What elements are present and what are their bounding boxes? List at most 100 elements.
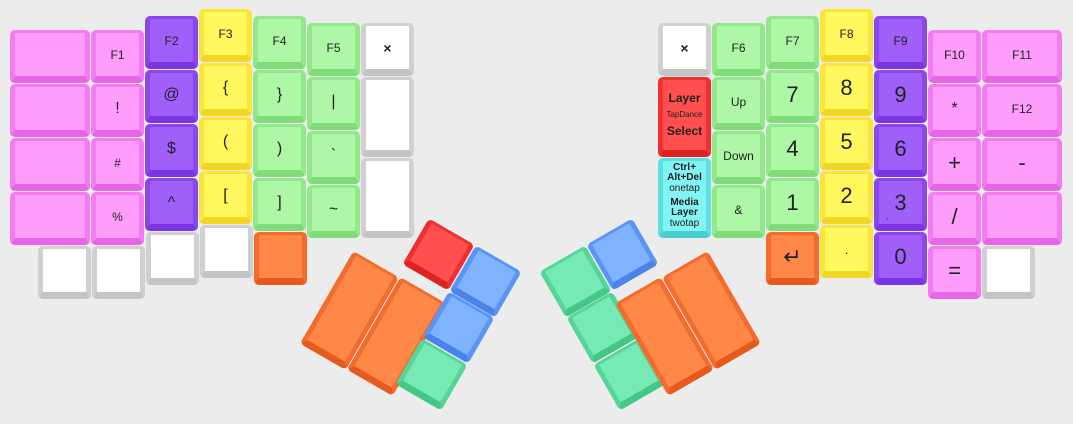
key-0[interactable]: 0 [874, 232, 927, 285]
key-label: 0 [894, 243, 907, 269]
key-label: % [112, 209, 123, 224]
key-left-c0-r1[interactable] [10, 84, 90, 137]
key-right-c12-r3[interactable] [982, 192, 1062, 245]
key-dot[interactable]: . [820, 225, 873, 278]
key-3[interactable]: 3, [874, 178, 927, 231]
key-label-select: Select [666, 124, 703, 138]
key-tilde[interactable]: ~ [307, 185, 360, 238]
key-right-bottom-white[interactable] [982, 246, 1035, 299]
key-caret[interactable]: ^ [145, 178, 198, 231]
key-label: ( [222, 132, 229, 150]
key-label: 8 [840, 74, 853, 100]
key-label-layer: Layer [668, 91, 701, 105]
key-label: { [222, 78, 229, 96]
key-label: F5 [326, 40, 341, 55]
key-down[interactable]: Down [712, 131, 765, 184]
key-label: - [1018, 149, 1026, 175]
key-6[interactable]: 6 [874, 124, 927, 177]
key-label-ctrl: Ctrl+ [672, 162, 697, 173]
enter-icon: ↵ [783, 243, 802, 269]
key-left-c0-r3[interactable] [10, 192, 90, 245]
key-enter[interactable]: ↵ [766, 232, 819, 285]
key-label: 3 [894, 189, 907, 215]
key-label: ^ [167, 193, 176, 211]
key-exclamation[interactable]: ! [91, 84, 144, 137]
key-label: / [951, 203, 958, 229]
key-right-paren[interactable]: ) [253, 124, 306, 177]
key-f5[interactable]: F5 [307, 23, 360, 76]
key-label-tapdance: TapDance [666, 110, 703, 119]
key-label-onetap: onetap [669, 183, 700, 194]
key-right-brace[interactable]: } [253, 70, 306, 123]
key-star[interactable]: * [928, 84, 981, 137]
key-right-bracket[interactable]: ] [253, 178, 306, 231]
key-left-close[interactable]: × [361, 23, 414, 76]
key-left-c0-r2[interactable] [10, 138, 90, 191]
key-label-altdel: Alt+Del [667, 172, 702, 183]
key-1[interactable]: 1 [766, 178, 819, 231]
key-left-orange-small[interactable] [254, 232, 307, 285]
key-4[interactable]: 4 [766, 124, 819, 177]
key-ctrl-alt-del-media-layer[interactable]: Ctrl+ Alt+Del onetap Media Layer twotap [658, 158, 711, 238]
key-left-bottom-0[interactable] [38, 246, 91, 299]
key-left-bottom-1[interactable] [92, 246, 145, 299]
key-layer-tapdance-select[interactable]: Layer TapDance Select [658, 77, 711, 157]
key-f9[interactable]: F9 [874, 16, 927, 69]
key-label: * [951, 99, 958, 117]
key-f8[interactable]: F8 [820, 9, 873, 62]
key-f7[interactable]: F7 [766, 16, 819, 69]
key-label: @ [163, 85, 180, 103]
key-f10[interactable]: F10 [928, 30, 981, 83]
key-label: 7 [786, 81, 799, 107]
key-label: ` [330, 146, 337, 164]
key-left-bottom-2[interactable] [146, 232, 199, 285]
key-f11[interactable]: F11 [982, 30, 1062, 83]
key-f4[interactable]: F4 [253, 16, 306, 69]
key-f2[interactable]: F2 [145, 16, 198, 69]
key-dollar[interactable]: $ [145, 124, 198, 177]
key-slash[interactable]: / [928, 192, 981, 245]
key-label: & [734, 202, 743, 217]
key-left-tall-1[interactable] [361, 158, 414, 238]
key-equals[interactable]: = [928, 246, 981, 299]
key-at[interactable]: @ [145, 70, 198, 123]
key-backtick[interactable]: ` [307, 131, 360, 184]
key-percent[interactable]: % [91, 192, 144, 245]
key-f12[interactable]: F12 [982, 84, 1062, 137]
key-label: ! [115, 99, 120, 117]
key-left-bottom-3[interactable] [200, 225, 253, 278]
key-7[interactable]: 7 [766, 70, 819, 123]
key-pipe[interactable]: | [307, 77, 360, 130]
key-left-paren[interactable]: ( [199, 117, 252, 170]
key-left-brace[interactable]: { [199, 63, 252, 116]
key-up[interactable]: Up [712, 77, 765, 130]
key-f1[interactable]: F1 [91, 30, 144, 83]
key-5[interactable]: 5 [820, 117, 873, 170]
key-label: ] [277, 193, 282, 211]
key-left-tall-0[interactable] [361, 77, 414, 157]
key-right-close[interactable]: × [658, 23, 711, 76]
key-left-bracket[interactable]: [ [199, 171, 252, 224]
close-icon: × [383, 39, 392, 56]
key-label: 9 [894, 81, 907, 107]
key-8[interactable]: 8 [820, 63, 873, 116]
key-9[interactable]: 9 [874, 70, 927, 123]
key-f3[interactable]: F3 [199, 9, 252, 62]
key-label: = [948, 257, 961, 283]
key-2[interactable]: 2 [820, 171, 873, 224]
key-ampersand[interactable]: & [712, 185, 765, 238]
key-label: F3 [218, 26, 233, 41]
key-label: 2 [840, 182, 853, 208]
key-left-c0-r0[interactable] [10, 30, 90, 83]
key-f6[interactable]: F6 [712, 23, 765, 76]
key-label: # [114, 155, 121, 170]
key-plus[interactable]: + [928, 138, 981, 191]
key-label: F11 [1012, 47, 1032, 62]
key-label: Up [730, 94, 747, 109]
key-label: $ [167, 139, 176, 157]
key-minus[interactable]: - [982, 138, 1062, 191]
key-hash[interactable]: # [91, 138, 144, 191]
key-label: Down [723, 148, 754, 163]
key-label: F12 [1011, 101, 1033, 116]
